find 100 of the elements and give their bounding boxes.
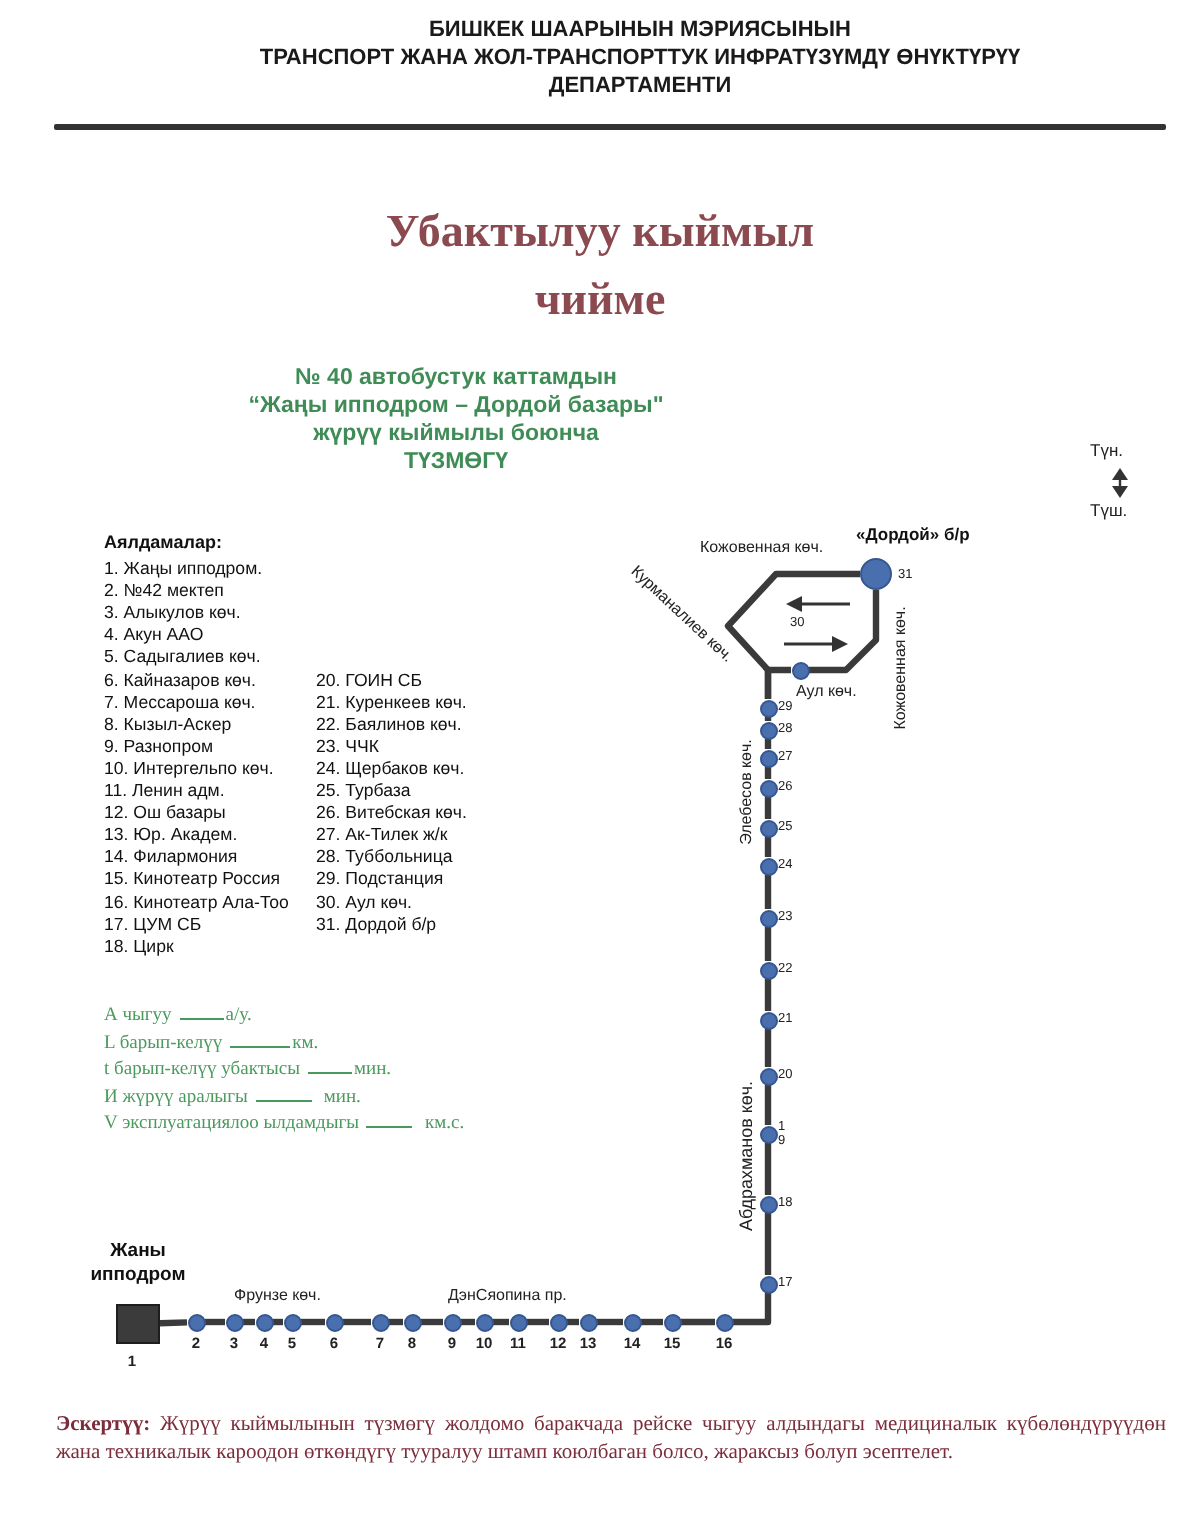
stop-list-item: 20. ГОИН СБ (316, 669, 423, 690)
stop-dot (187, 1313, 205, 1331)
stop-dot (759, 961, 777, 979)
route-line (159, 1319, 188, 1327)
stop-name: Жаны ипподром (88, 1240, 188, 1288)
route-line (641, 1318, 663, 1326)
route-line (809, 590, 880, 674)
unit-text: км. (292, 1033, 319, 1053)
route-line (681, 1318, 715, 1326)
stop-list-item: 23. ЧЧК (316, 735, 380, 756)
stop-list-item: 16. Кинотеатр Ала-Тоо (104, 891, 289, 912)
terminal-square (116, 1304, 160, 1344)
stop-dot (663, 1313, 681, 1331)
stop-list-item: 4. Акун ААО (104, 624, 204, 645)
street-name: Фрунзе көч. (234, 1286, 321, 1305)
compass-label: Түн. (1090, 442, 1123, 462)
stop-list-item: 14. Филармония (104, 846, 238, 867)
header-text: ТРАНСПОРТ ЖАНА ЖОЛ-ТРАНСПОРТТУК ИНФРАТҮЗҮМДҮ ӨНҮКТҮРҮҮ (257, 46, 1023, 72)
stop-list-item: 10. Интергельпо көч. (104, 757, 274, 778)
list-heading: Аялдамалар: (104, 532, 222, 553)
street-name: Аул көч. (796, 682, 857, 701)
stop-list-item: 26. Витебская көч. (316, 802, 467, 823)
stop-dot (623, 1313, 641, 1331)
stop-dot (791, 661, 809, 679)
stop-dot (371, 1313, 389, 1331)
stop-dot (225, 1313, 243, 1331)
subtitle-text: “Жаңы ипподром – Дордой базары" (246, 394, 666, 421)
header-text: БИШКЕК ШААРЫНЫН МЭРИЯСЫНЫН (427, 18, 853, 44)
stop-list-item: 3. Алыкулов көч. (104, 602, 241, 623)
stop-list-item: 18. Цирк (104, 935, 174, 956)
stop-list-item: 21. Куренкеев көч. (316, 691, 467, 712)
stop-dot (759, 779, 777, 797)
stop-list-item: 11. Ленин адм. (104, 780, 225, 801)
stop-list-item: 24. Щербаков көч. (316, 757, 465, 778)
stop-list-item: 6. Кайназаров көч. (104, 669, 256, 690)
stop-list-item: 22. Баялинов көч. (316, 713, 462, 734)
stop-dot (715, 1313, 733, 1331)
stop-list-item: 28. Туббольница (316, 846, 453, 867)
stop-list-item: 7. Мессароша көч. (104, 691, 256, 712)
route-line (764, 1029, 772, 1067)
stop-list-item: 9. Разнопром (104, 735, 214, 756)
header-text: ДЕПАРТАМЕНТИ (546, 74, 734, 100)
street-name: Абдрахманов көч. (735, 1080, 757, 1232)
route-line (764, 1213, 772, 1275)
stop-list-item: 5. Садыгалиев көч. (104, 646, 261, 667)
stop-list-item: 30. Аул көч. (316, 891, 412, 912)
stop-dot (759, 1275, 777, 1293)
stop-dot (475, 1313, 493, 1331)
route-line (301, 1318, 325, 1326)
stop-dot (759, 1011, 777, 1029)
route-line (205, 1318, 225, 1326)
stop-list-item: 29. Подстанция (316, 868, 444, 889)
route-line (764, 927, 772, 961)
route-line (764, 979, 772, 1011)
stop-list-item: 12. Ош базары (104, 802, 226, 823)
stop-list-item: 2. №42 мектеп (104, 580, 224, 601)
stop-list-item: 1. Жаңы ипподром. (104, 558, 263, 579)
stop-list-item: 27. Ак-Тилек ж/к (316, 824, 448, 845)
route-line (733, 1293, 772, 1326)
compass-label: Түш. (1090, 502, 1128, 522)
note-text: V эксплуатациялоо ылдамдыгы (104, 1114, 359, 1134)
route-line (527, 1318, 549, 1326)
unit-text: мин. (323, 1087, 361, 1107)
route-line (421, 1318, 443, 1326)
stop-list-item: 13. Юр. Академ. (104, 824, 238, 845)
stop-name: «Дордой» б/р (856, 526, 970, 546)
street-name: Кожовенная көч. (890, 606, 910, 730)
stop-dot (759, 857, 777, 875)
stop-list-item: 17. ЦУМ СБ (104, 913, 202, 934)
stop-dot (509, 1313, 527, 1331)
street-name: Кожовенная көч. (700, 538, 824, 557)
stop-dot (759, 699, 777, 717)
unit-text: мин. (353, 1060, 392, 1080)
route-line (764, 837, 772, 857)
route-line (764, 1085, 772, 1125)
stop-dot (759, 1195, 777, 1213)
terminal-circle (860, 558, 892, 590)
subtitle-text: № 40 автобустук каттамдын (293, 366, 619, 393)
stop-dot (549, 1313, 567, 1331)
subtitle-text: жүрүү кыймылы боюнча (311, 422, 601, 449)
route-line (343, 1318, 371, 1326)
stop-dot (759, 749, 777, 767)
stop-dot (759, 819, 777, 837)
route-line (724, 570, 860, 699)
stop-list-item: 25. Турбаза (316, 780, 411, 801)
note-text: L барып-келүү (104, 1033, 223, 1053)
street-name: Элебесов көч. (736, 739, 756, 845)
stop-dot (403, 1313, 421, 1331)
footnote: Эскертүү: Жүрүү кыймылынын түзмөгү жолдомо баракчада рейске чыгуу алдындагы медициналык күбөлөндүрүүдөн жана техникалык кароодон өткөндүгү тууралуу штамп коюлбаган болсо, жараксыз болуп эсептелет. (56, 1412, 1166, 1468)
note-text: А чыгуу (104, 1006, 172, 1026)
title: Убактылуу кыймыл чийме (383, 204, 817, 328)
stop-dot (283, 1313, 301, 1331)
stop-list-item: 15. Кинотеатр Россия (104, 868, 281, 889)
note-text: t барып-келүү убактысы (104, 1060, 300, 1080)
stop-dot (759, 721, 777, 739)
stop-dot (759, 1067, 777, 1085)
subtitle-text: ТҮЗМӨГҮ (401, 450, 511, 477)
route-line (764, 1143, 772, 1195)
street-name: ДэнСяопина пр. (448, 1286, 567, 1305)
unit-text: км.с. (424, 1114, 465, 1134)
